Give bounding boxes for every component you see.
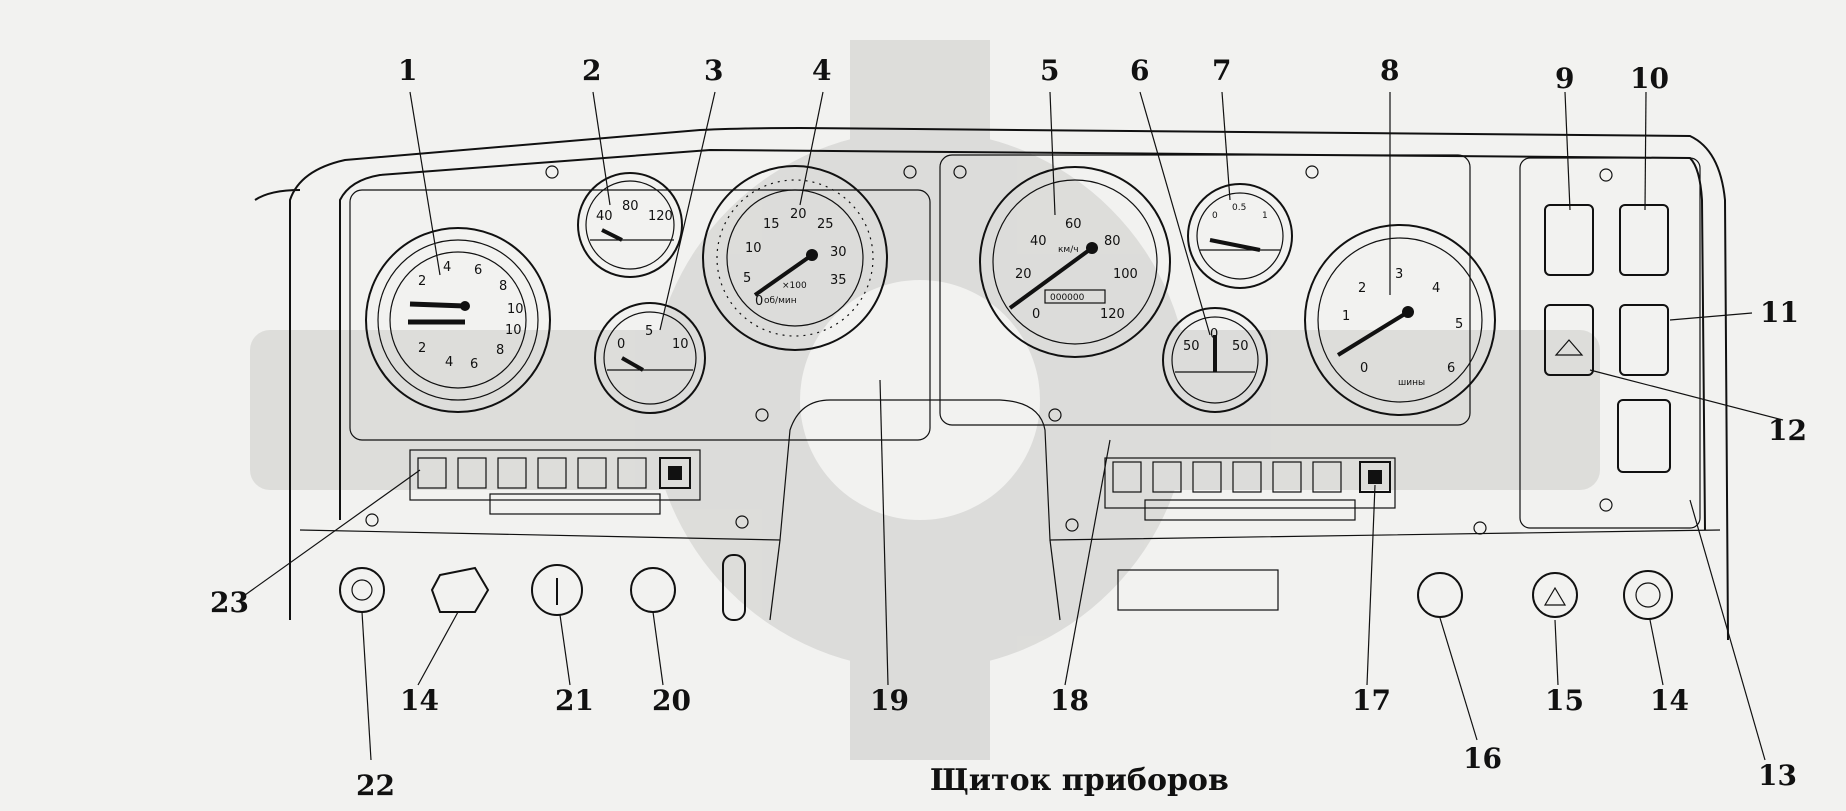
diagram-caption: Щиток приборов	[930, 763, 1229, 798]
callout-14-right: 14	[1650, 684, 1689, 717]
callout-15: 15	[1545, 684, 1584, 717]
gauge-6-tick-0: 50	[1183, 339, 1200, 354]
lower-controls	[339, 554, 1673, 621]
callout-9: 9	[1555, 62, 1574, 95]
gauge-3-tick-0: 0	[617, 337, 625, 352]
gauge-1-lower-tick-1: 4	[445, 355, 453, 370]
speed-tick-3: 60	[1065, 217, 1082, 232]
gauge-3-tick-1: 5	[645, 324, 653, 339]
gauge-8-tire-pressure: 0 1 2 3 4 5 6 шины	[1304, 224, 1496, 416]
left-subpanel	[349, 189, 931, 441]
callout-10: 10	[1630, 62, 1669, 95]
gauge-3: 0 5 10	[594, 302, 706, 414]
tach-tick-3: 15	[763, 217, 780, 232]
leader-lines	[244, 91, 1784, 761]
tach-tick-6: 30	[830, 245, 847, 260]
gauge-7: 0 0.5 1	[1187, 183, 1293, 289]
callout-13: 13	[1758, 759, 1797, 792]
callout-8: 8	[1380, 54, 1399, 87]
gauge-8-tick-1: 1	[1342, 309, 1350, 324]
gauge-2-tick-1: 80	[622, 199, 639, 214]
gauge-1-upper-tick-2: 6	[474, 263, 482, 278]
center-subpanel	[939, 154, 1471, 426]
gauge-2-tick-0: 40	[596, 209, 613, 224]
callout-18: 18	[1050, 684, 1089, 717]
panel-screws	[365, 165, 1613, 535]
gauge-8-tick-3: 3	[1395, 267, 1403, 282]
gauge-6-ammeter: 50 0 50	[1162, 307, 1268, 413]
callout-11: 11	[1760, 296, 1799, 329]
gauge-7-tick-0: 0	[1212, 211, 1218, 221]
callout-21: 21	[555, 684, 594, 717]
speed-tick-0: 0	[1032, 307, 1040, 322]
speedometer-unit: км/ч	[1058, 245, 1079, 255]
speed-tick-2: 40	[1030, 234, 1047, 249]
gauge-1-lower-tick-4: 10	[505, 323, 522, 338]
speed-tick-5: 100	[1113, 267, 1138, 282]
tach-tick-0: 0	[755, 294, 763, 309]
callout-23: 23	[210, 586, 249, 619]
callout-numbers: 1 2 3 4 5 6 7 8 9 10 11 12 13 14 15 16 1…	[210, 54, 1807, 802]
gauge-2-tick-2: 120	[648, 209, 673, 224]
gauge-1-upper-tick-4: 10	[507, 302, 524, 317]
gauge-1-lower-tick-0: 2	[418, 341, 426, 356]
tach-multiplier: ×100	[782, 281, 807, 291]
callout-16: 16	[1463, 742, 1502, 775]
gauge-1-upper-tick-0: 2	[418, 274, 426, 289]
gauge-8-tick-0: 0	[1360, 361, 1368, 376]
gauge-5-speedometer: 000000 0 20 40 60 80 100 120 км/ч	[979, 166, 1171, 358]
callout-1: 1	[398, 54, 417, 87]
gauge-8-tick-2: 2	[1358, 281, 1366, 296]
gauge-6-tick-2: 50	[1232, 339, 1249, 354]
speed-tick-6: 120	[1100, 307, 1125, 322]
speed-tick-1: 20	[1015, 267, 1032, 282]
speed-tick-4: 80	[1104, 234, 1121, 249]
callout-7: 7	[1212, 54, 1231, 87]
gauge-8-tick-6: 6	[1447, 361, 1455, 376]
callout-20: 20	[652, 684, 691, 717]
callout-19: 19	[870, 684, 909, 717]
callout-14-left: 14	[400, 684, 439, 717]
tach-tick-1: 5	[743, 271, 751, 286]
gauge-1-lower-tick-3: 8	[496, 343, 504, 358]
tach-tick-7: 35	[830, 273, 847, 288]
callout-2: 2	[582, 54, 601, 87]
tach-unit: об/мин	[764, 296, 797, 306]
tach-tick-2: 10	[745, 241, 762, 256]
callout-4: 4	[812, 54, 831, 87]
callout-22: 22	[356, 769, 395, 802]
gauge-8-tick-4: 4	[1432, 281, 1440, 296]
speedometer-odometer: 000000	[1050, 293, 1085, 303]
callout-12: 12	[1768, 414, 1807, 447]
gauge-7-tick-1: 0.5	[1232, 203, 1246, 213]
warning-lamps-right	[1104, 457, 1396, 521]
gauge-6-tick-1: 0	[1210, 327, 1218, 342]
gauge-8-tick-5: 5	[1455, 317, 1463, 332]
gauge-1-dual-pressure: 2 4 6 8 10 2 4 6 8 10	[365, 227, 551, 413]
callout-5: 5	[1040, 54, 1059, 87]
gauge-1-upper-tick-1: 4	[443, 260, 451, 275]
gauge-3-tick-2: 10	[672, 337, 689, 352]
gauge-2: 40 80 120	[577, 172, 683, 278]
gauge-1-upper-tick-3: 8	[499, 279, 507, 294]
callout-6: 6	[1130, 54, 1149, 87]
gauge-1-lower-tick-2: 6	[470, 357, 478, 372]
right-switch-panel	[1519, 157, 1701, 529]
callout-3: 3	[704, 54, 723, 87]
gauge-4-tachometer: 0 5 10 15 20 25 30 35 ×100 об/мин	[702, 165, 888, 351]
rocker-switches	[1544, 204, 1671, 473]
gauge-8-label: шины	[1398, 378, 1425, 388]
warning-lamps-left	[409, 449, 701, 515]
tach-tick-4: 20	[790, 207, 807, 222]
gauge-7-tick-2: 1	[1262, 211, 1268, 221]
tach-tick-5: 25	[817, 217, 834, 232]
callout-17: 17	[1352, 684, 1391, 717]
